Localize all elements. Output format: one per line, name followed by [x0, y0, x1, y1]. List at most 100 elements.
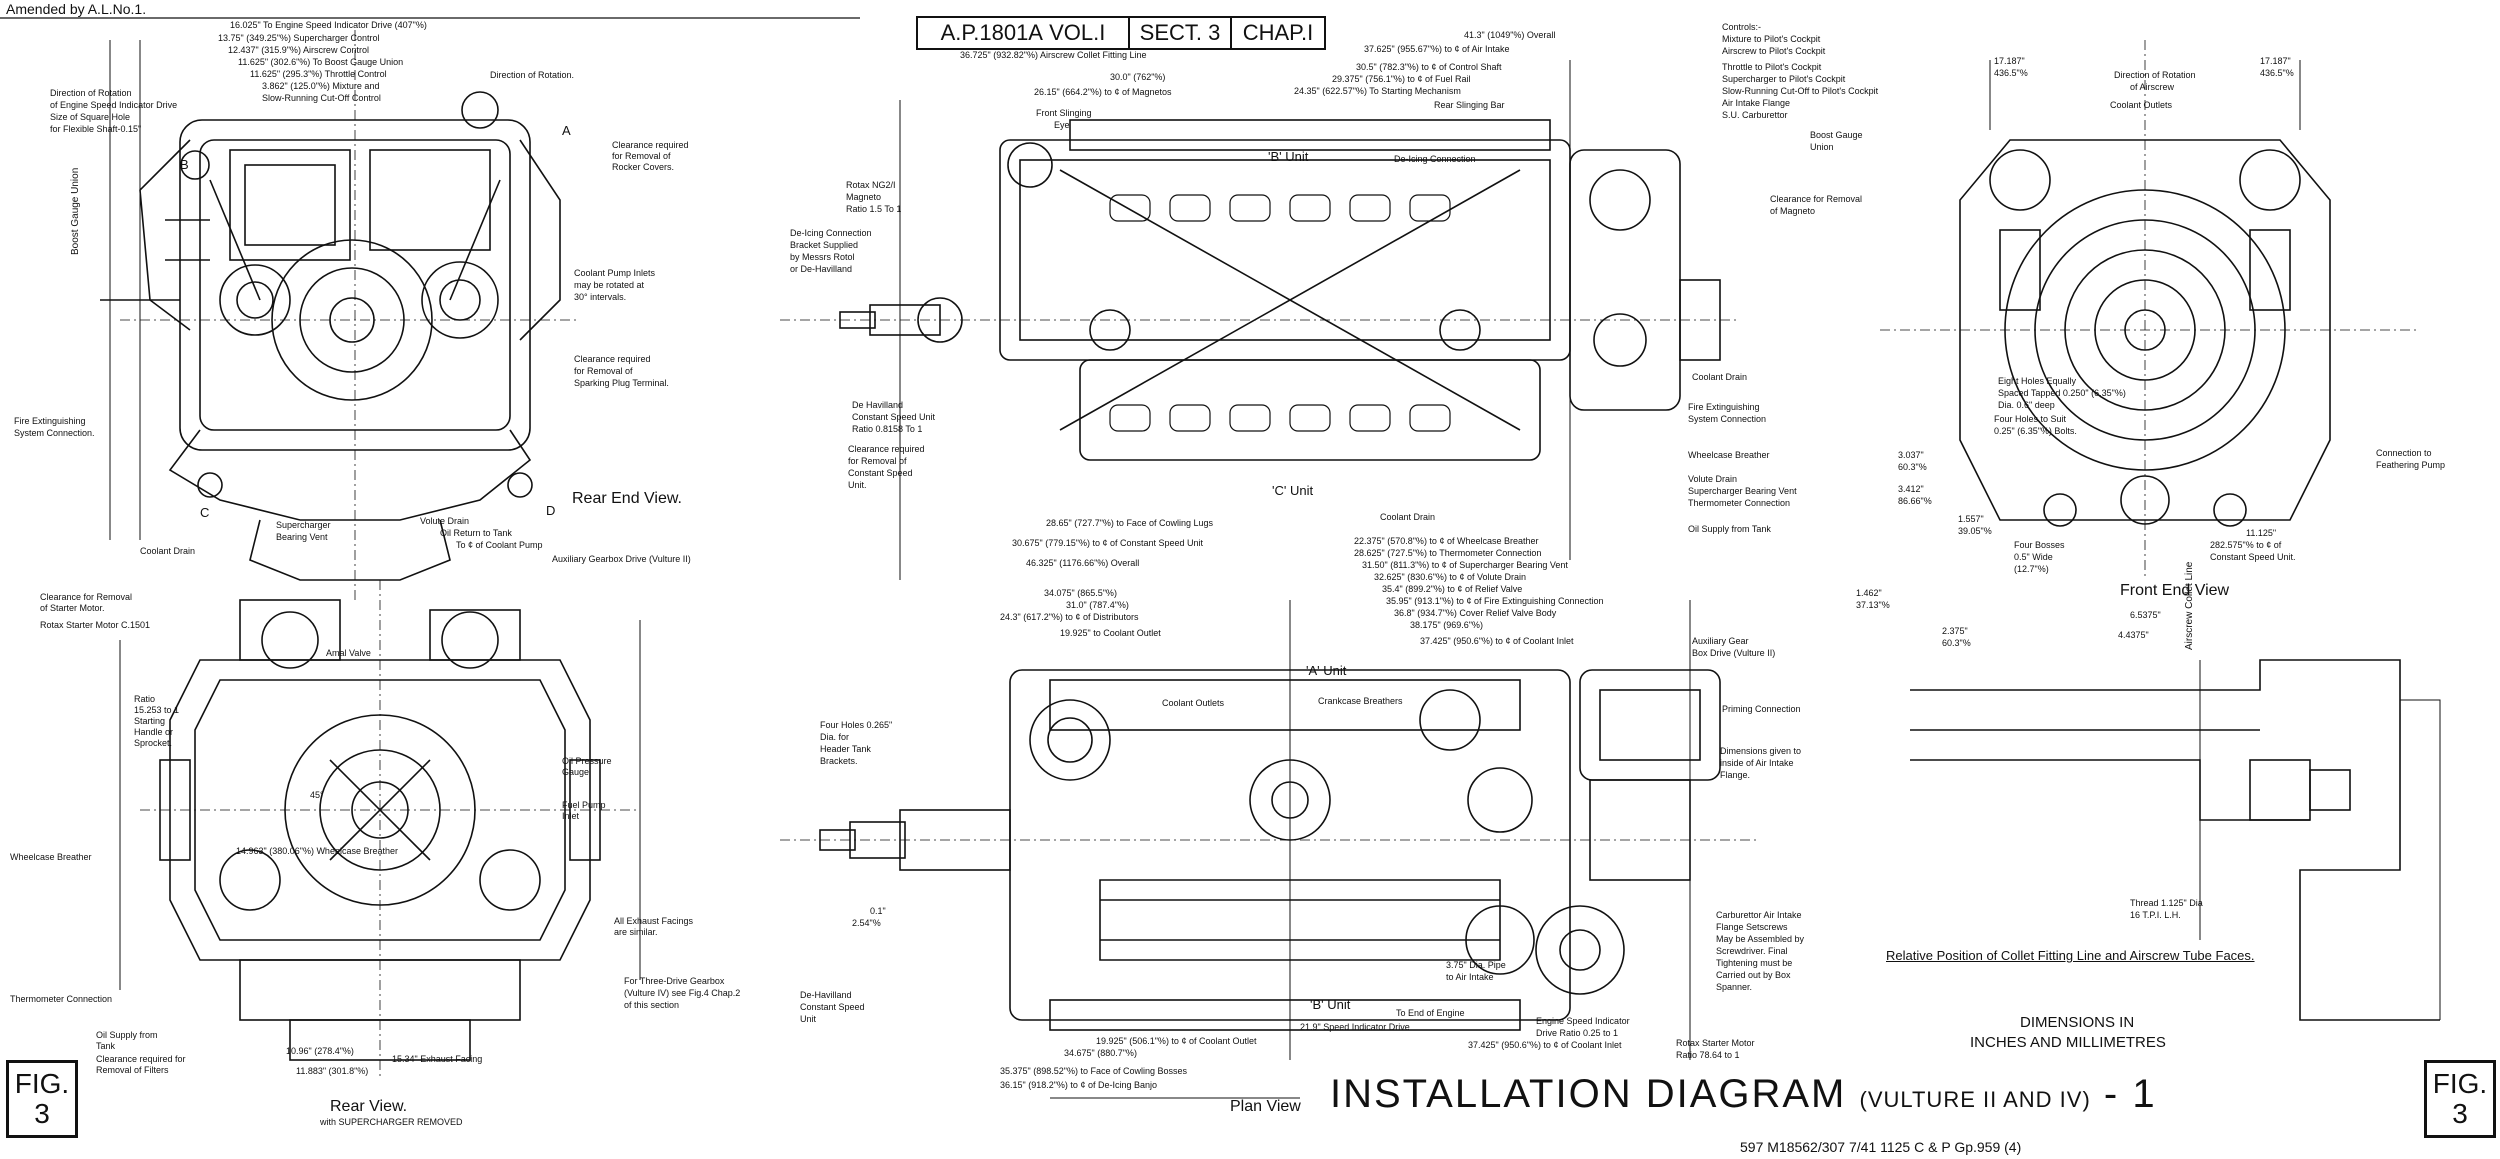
label-end-engine: To End of Engine — [1396, 1008, 1465, 1018]
label-rotax-starter: Rotax Starter Motor C.1501 — [40, 620, 151, 630]
label-controls-mixture: Mixture to Pilot's Cockpit — [1722, 34, 1821, 44]
label-fuel-pump-2: Inlet — [562, 811, 580, 821]
label-rotax-starter-2: Ratio 78.64 to 1 — [1676, 1050, 1740, 1060]
label-coolant-drain: Coolant Drain — [140, 546, 196, 556]
label-eight-holes-3: Dia. 0.6" deep — [1998, 400, 2055, 410]
label-exhaust-facing: 15.34" Exhaust Facing — [392, 1054, 483, 1064]
label-dir-airscrew-2: of Airscrew — [2130, 82, 2175, 92]
label-dim-relief: 35.4" (899.2"%) to ¢ of Relief Valve — [1382, 584, 1523, 594]
label-dim-coolant-inlet: 37.425" (950.6"%) to ¢ of Coolant Inlet — [1420, 636, 1574, 646]
label-clearance-plug-1: Clearance required — [574, 354, 651, 364]
label-ratio-3: Starting — [134, 716, 166, 726]
label-coolant-inlets-2: may be rotated at — [574, 280, 645, 290]
label-coolant-outlets: Coolant Outlets — [1162, 698, 1225, 708]
fig-number-right: 3 — [2452, 1098, 2468, 1129]
label-coolant-pump: To ¢ of Coolant Pump — [456, 540, 543, 550]
label-controls-fire-ext-2: System Connection — [1688, 414, 1767, 424]
label-esi-2: Drive Ratio 0.25 to 1 — [1536, 1028, 1619, 1038]
label-oil-supply-1: Oil Supply from — [96, 1030, 158, 1040]
label-cowling-lugs: 28.65" (727.7"%) to Face of Cowling Lugs — [1046, 518, 1213, 528]
dimensions-note: DIMENSIONS IN — [2020, 1014, 2135, 1031]
section-box: SECT. 3 — [1128, 16, 1232, 50]
label-dim-340: 34.075" (865.5"%) — [1044, 588, 1117, 598]
label-front-slinging-1: Front Slinging — [1036, 108, 1092, 118]
label-dir-airscrew-1: Direction of Rotation — [2114, 70, 2196, 80]
label-letter-d: D — [546, 503, 556, 518]
label-dir-drive-2: of Engine Speed Indicator Drive — [50, 100, 178, 110]
label-carb-intake-5: Tightening must be — [1716, 958, 1793, 968]
label-exhaust-facings-1: All Exhaust Facings — [614, 916, 694, 926]
label-b-unit-bottom: 'B' Unit — [1310, 997, 1351, 1012]
label-csu-unit: Constant Speed Unit. — [2210, 552, 2296, 562]
label-deicing-bracket-2: Bracket Supplied — [790, 240, 859, 250]
label-clearance-csu-1: Clearance required — [848, 444, 925, 454]
label-eight-holes-2: Spaced Tapped 0.250" (6.35"%) — [1998, 388, 2126, 398]
label-clearance-mag-2: of Magneto — [1770, 206, 1816, 216]
label-controls-sc-bearing: Supercharger Bearing Vent — [1688, 486, 1797, 496]
label-dim-wheelcase: 22.375" (570.8"%) to ¢ of Wheelcase Brea… — [1354, 536, 1539, 546]
label-letter-c: C — [200, 505, 210, 520]
label-carb-intake-4: Screwdriver. Final — [1716, 946, 1788, 956]
label-dim-sc-vent: 31.50" (811.3"%) to ¢ of Supercharger Be… — [1362, 560, 1568, 570]
chapter-box: CHAP.I — [1230, 16, 1326, 50]
label-fire-ext-2: System Connection. — [14, 428, 95, 438]
label-oil-pressure-2: Gauge — [562, 767, 590, 777]
label-four-bosses-2: 0.5" Wide — [2014, 552, 2053, 562]
label-controls-su-carb: S.U. Carburettor — [1722, 110, 1788, 120]
label-controls-throttle: Throttle to Pilot's Cockpit — [1722, 62, 1822, 72]
collet-detail-drawing — [1910, 659, 2441, 1021]
label-csu-centre: 30.675" (779.15"%) to ¢ of Constant Spee… — [1012, 538, 1204, 548]
label-clearance-csu-3: Constant Speed — [848, 468, 913, 478]
label-dim-ss: 34.675" (880.7"%) — [1064, 1048, 1137, 1058]
label-dim-fire: 35.95" (913.1"%) to ¢ of Fire Extinguish… — [1386, 596, 1604, 606]
label-exhaust-facings-2: are similar. — [614, 927, 658, 937]
label-dia-pipe-2: to Air Intake — [1446, 972, 1494, 982]
label-dim-3905: 39.05"% — [1958, 526, 1992, 536]
label-dh-csu-3: Unit — [800, 1014, 817, 1024]
label-clearance-plug-2: for Removal of — [574, 366, 633, 376]
label-clearance-csu-2: for Removal of — [848, 456, 907, 466]
label-dh-unit-1: De Havilland — [852, 400, 904, 410]
label-fuel-rail: 29.375" (756.1"%) to ¢ of Fuel Rail — [1332, 74, 1471, 84]
label-dim-2375: 2.375" — [1942, 626, 1968, 636]
label-b-unit-top: 'B' Unit — [1268, 149, 1309, 164]
label-rotax-mag-1: Rotax NG2/I — [846, 180, 896, 190]
label-dim-1462: 1.462" — [1856, 588, 1882, 598]
label-dim-300: 30.0" (762"%) — [1110, 72, 1166, 82]
label-coolant-inlets-3: 30° intervals. — [574, 292, 627, 302]
label-deicing-conn: De-Icing Connection — [1394, 154, 1476, 164]
label-air-intake-top: 37.625" (955.67"%) to ¢ of Air Intake — [1364, 44, 1510, 54]
label-angle-254: 2.54"% — [852, 918, 881, 928]
label-speed-drive-lower: 21.9" Speed Indicator Drive — [1300, 1022, 1410, 1032]
label-three-drive-3: of this section — [624, 1000, 680, 1010]
label-controls-oil-supply: Oil Supply from Tank — [1688, 524, 1771, 534]
label-oil-return: Oil Return to Tank — [440, 528, 512, 538]
label-rotax-mag-2: Magneto — [846, 192, 882, 202]
label-letter-b: B — [180, 157, 189, 172]
label-carb-intake-3: May be Assembled by — [1716, 934, 1805, 944]
view-rear-end: Rear End View. — [572, 490, 682, 507]
fig-number-left: 3 — [34, 1098, 50, 1129]
label-dim-8666: 86.66"% — [1898, 496, 1932, 506]
label-controls-thermometer: Thermometer Connection — [1688, 498, 1791, 508]
section-text: SECT. 3 — [1139, 20, 1221, 45]
label-dim-1096: 10.96" (278.4"%) — [286, 1046, 354, 1056]
label-dim-3713: 37.13"% — [1856, 600, 1890, 610]
front-end-view-drawing — [1880, 40, 2420, 580]
view-rear: Rear View. — [330, 1098, 408, 1115]
label-deicing-banjo: 36.15" (918.2"%) to ¢ of De-Icing Banjo — [1000, 1080, 1157, 1090]
fig-label-right: FIG. 3 — [2424, 1060, 2496, 1138]
label-ratio-2: 15.253 to 1 — [134, 705, 180, 715]
label-dim-outlet-lower: 19.925" (506.1"%) to ¢ of Coolant Outlet — [1096, 1036, 1257, 1046]
view-rear-sub: with SUPERCHARGER REMOVED — [320, 1117, 463, 1127]
label-dir-drive-4: for Flexible Shaft-0.15" — [50, 124, 142, 134]
label-dim-distributors: 24.3" (617.2"%) to ¢ of Distributors — [1000, 612, 1139, 622]
label-carb-intake-6: Carried out by Box — [1716, 970, 1791, 980]
title-sub: (VULTURE II AND IV) — [1859, 1087, 2091, 1112]
label-four-holes-slot-2: 0.25" (6.35"%) Bolts. — [1994, 426, 2077, 436]
label-boost-gauge-union: Boost Gauge Union — [70, 167, 81, 255]
label-three-drive-2: (Vulture IV) see Fig.4 Chap.2 — [624, 988, 741, 998]
label-magnetos: 26.15" (664.2"%) to ¢ of Magnetos — [1034, 87, 1172, 97]
